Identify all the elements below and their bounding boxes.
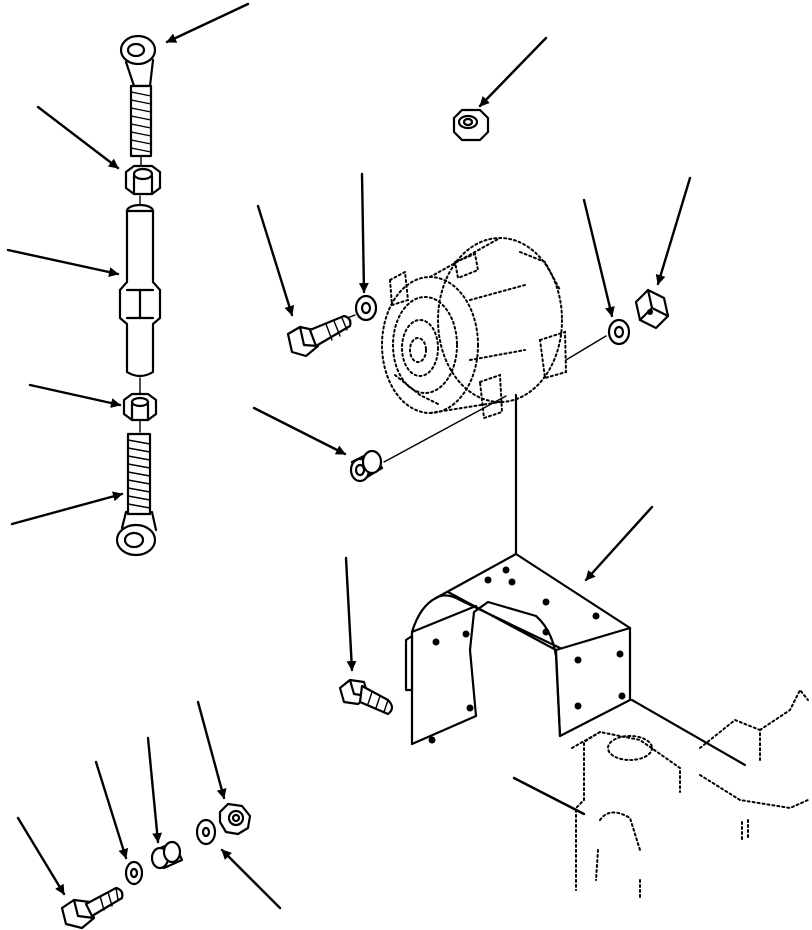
rod-end-upper-icon bbox=[119, 34, 157, 158]
callout-arrow bbox=[584, 505, 654, 582]
bolt-lower-icon bbox=[60, 886, 124, 930]
washer-lower-1-icon bbox=[124, 860, 144, 886]
callout-arrow bbox=[36, 105, 120, 170]
callout-arrow bbox=[582, 198, 615, 318]
callout-arrow bbox=[146, 736, 163, 844]
washer-upper-right-icon bbox=[607, 318, 631, 346]
callout-arrow bbox=[344, 556, 357, 672]
washer-upper-left-icon bbox=[354, 294, 378, 322]
callout-arrow bbox=[165, 2, 250, 44]
callout-arrow bbox=[655, 176, 692, 286]
spacer-lower-icon bbox=[150, 840, 184, 870]
adjust-axis-line bbox=[565, 335, 607, 361]
callout-arrow bbox=[256, 204, 295, 317]
callout-arrow bbox=[478, 36, 548, 108]
engine-outline-icon bbox=[571, 688, 809, 901]
callout-arrow bbox=[358, 172, 369, 294]
alternator-icon bbox=[381, 237, 568, 420]
mounting-bracket-icon bbox=[404, 552, 632, 746]
washer-lower-2-icon bbox=[195, 818, 217, 846]
spacer-upper-icon bbox=[349, 449, 384, 483]
callout-arrow bbox=[252, 406, 347, 456]
nut-lower-icon bbox=[218, 802, 252, 836]
jam-nut-lower-icon bbox=[122, 392, 158, 422]
bolt-bracket-icon bbox=[338, 678, 394, 716]
rod-end-lower-icon bbox=[115, 432, 158, 557]
callout-arrow bbox=[94, 760, 129, 860]
adjust-block-icon bbox=[634, 288, 670, 330]
callout-arrow bbox=[6, 248, 120, 277]
nut-top-icon bbox=[452, 108, 490, 142]
pivot-axis-line bbox=[383, 395, 507, 463]
callout-arrow bbox=[28, 383, 122, 408]
callout-arrow bbox=[196, 700, 227, 800]
jam-nut-upper-icon bbox=[124, 164, 162, 196]
callout-arrows bbox=[6, 2, 692, 910]
callout-arrow bbox=[16, 816, 66, 896]
bolt-upper-icon bbox=[286, 314, 352, 358]
callout-leader-line bbox=[512, 776, 586, 816]
callout-arrow bbox=[10, 491, 124, 526]
callout-arrow bbox=[220, 848, 282, 910]
turnbuckle-sleeve-icon bbox=[118, 195, 162, 378]
